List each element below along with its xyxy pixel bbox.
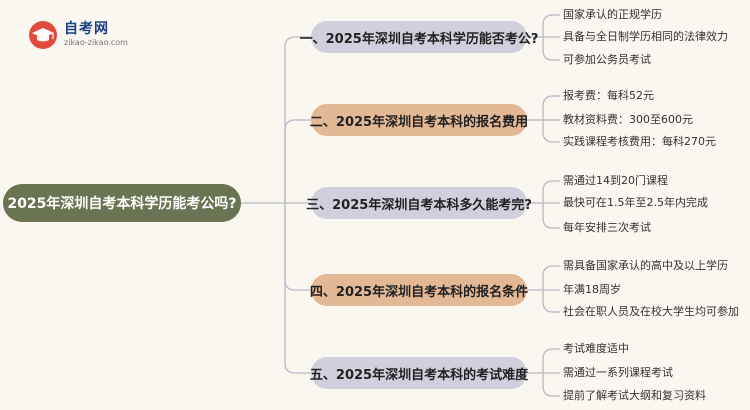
leaf-2-1: 报考费：每科52元 [563,89,654,102]
leaf-5-3: 提前了解考试大纲和复习资料 [563,389,706,402]
logo-url: zikao-zikao.com [64,38,128,47]
leaf-3-2: 最快可在1.5年至2.5年内完成 [563,196,708,209]
leaf-2-3: 实践课程考核费用：每科270元 [563,135,716,148]
leaf-1-2: 具备与全日制学历相同的法律效力 [563,30,728,43]
branch-node-3: 三、2025年深圳自考本科多久能考完? [306,187,532,219]
leaf-4-2: 年满18周岁 [563,283,621,296]
leaf-5-2: 需通过一系列课程考试 [563,366,673,379]
leaf-3-3: 每年安排三次考试 [563,221,651,234]
leaf-5-1: 考试难度适中 [563,342,629,355]
leaf-4-3: 社会在职人员及在校大学生均可参加 [563,305,739,318]
branch-node-4: 四、2025年深圳自考本科的报名条件 [310,274,528,306]
leaf-2-2: 教材资料费：300至600元 [563,113,693,126]
graduation-cap-icon [29,21,57,49]
branch-node-1: 一、2025年深圳自考本科学历能否考公? [300,21,538,53]
leaf-3-1: 需通过14到20门课程 [563,174,668,187]
root-node: 2025年深圳自考本科学历能考公吗? [3,184,241,222]
logo: 自考网 zikao-zikao.com [28,18,148,52]
leaf-4-1: 需具备国家承认的高中及以上学历 [563,259,728,272]
branch-node-2: 二、2025年深圳自考本科的报名费用 [310,104,528,136]
logo-name: 自考网 [64,21,109,37]
leaf-1-1: 国家承认的正规学历 [563,8,662,21]
branch-node-5: 五、2025年深圳自考本科的考试难度 [310,357,528,389]
leaf-1-3: 可参加公务员考试 [563,53,651,66]
